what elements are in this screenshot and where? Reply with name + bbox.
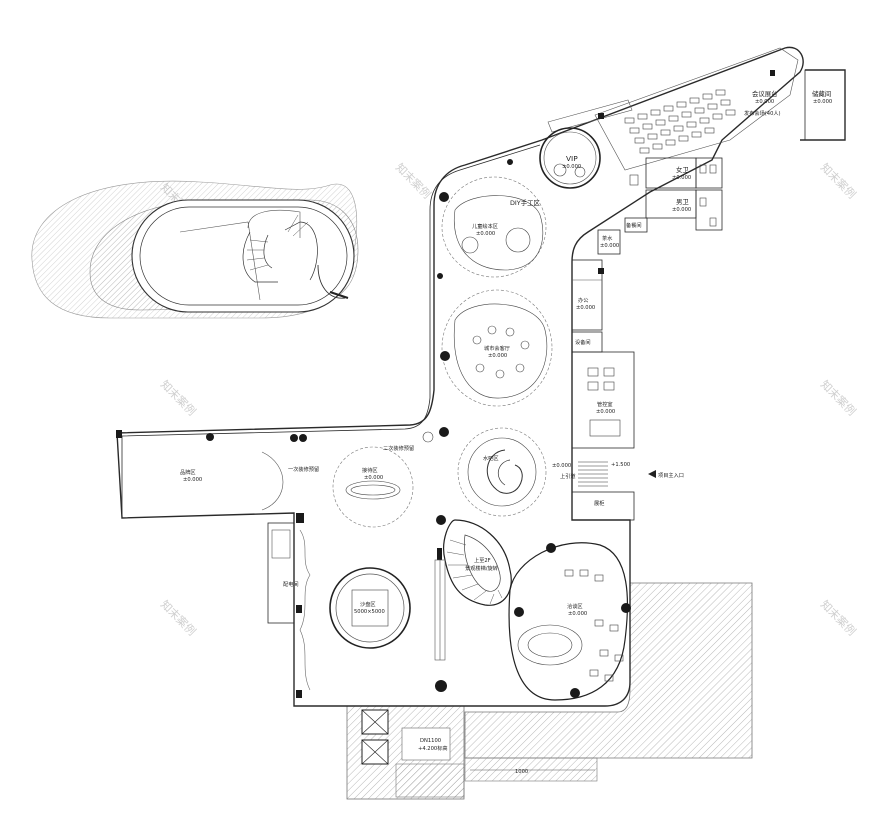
watermark-text: 知末案例: [818, 597, 859, 638]
sand-table-label: 沙盘区: [360, 600, 376, 608]
kids-reading-label: 儿童绘本区: [472, 222, 498, 230]
city-lounge-level: ±0.000: [488, 353, 507, 359]
reception-zone: 接待区 ±0.000: [332, 431, 434, 528]
water-bar-zone: 水吧区: [457, 427, 547, 517]
sand-table-dimensions: 5000×5000: [354, 609, 385, 615]
ramp-label: 上引道: [560, 472, 576, 480]
stair-top-label: 上至2F: [474, 556, 491, 564]
level-marker-a: ±0.000: [552, 463, 571, 469]
meeting-capacity: 发布会场(40人): [744, 109, 781, 117]
upper-floor-inset: [31, 180, 359, 319]
mens-restroom-label: 男卫: [676, 198, 689, 206]
brand-zone-label: 品牌区: [180, 468, 196, 476]
watermark-text: 知末案例: [158, 597, 199, 638]
watermark-text: 知末案例: [393, 160, 434, 201]
watermark-text: 知末案例: [818, 377, 859, 418]
diy-label: DIY手工区: [510, 198, 540, 207]
west-corridor: 配电间: [267, 513, 447, 698]
brand-zone: 品牌区 ±0.000 一次装修预留 二次装修预留: [116, 430, 414, 511]
kids-reading-level: ±0.000: [476, 231, 495, 237]
renovation-note-2: 二次装修预留: [383, 444, 414, 452]
control-room-label: 管控室: [597, 400, 613, 408]
equipment-label: 设备间: [575, 338, 591, 346]
stair-note-label: 景观楼梯/旋转: [465, 564, 498, 572]
negotiation-zone: 洽谈区 ±0.000: [508, 542, 631, 701]
annex-dimension-label: 1000: [515, 769, 528, 775]
reception-label: 接待区: [362, 466, 378, 474]
storage-level: ±0.000: [813, 99, 832, 105]
building-outline: [116, 46, 846, 707]
meeting-label: 会议展台: [752, 89, 778, 98]
pantry-label: 备餐间: [626, 221, 642, 229]
city-lounge-label: 城市会客厅: [484, 344, 510, 352]
level-marker-b: +1.500: [611, 462, 630, 468]
tea-zone-label: 洽谈区: [567, 602, 583, 610]
elevator-core: DN1100 +4.200标高 1000: [361, 709, 595, 775]
reception-level: ±0.000: [364, 475, 383, 481]
womens-restroom-level: ±0.000: [672, 175, 691, 181]
service-rooms: 办公 ±0.000 设备间 管控室 ±0.000 展柜 ±0.000 +1.50…: [552, 259, 684, 521]
renovation-note-1: 一次装修预留: [288, 465, 319, 473]
display-cabinet-label: 展柜: [594, 499, 604, 507]
outdoor-terrace: [346, 582, 753, 800]
vip-room: VIP ±0.000: [539, 127, 601, 189]
feature-stair: 景观楼梯/旋转 上至2F: [434, 515, 512, 661]
power-room-label: 配电间: [283, 580, 299, 588]
water-bar-label: 水吧区: [483, 454, 499, 462]
storage-label: 储藏间: [812, 89, 831, 98]
elevator-level-label: +4.200标高: [418, 744, 448, 752]
womens-restroom-label: 女卫: [676, 165, 689, 174]
main-entry-label: 项目主入口: [658, 471, 684, 479]
mens-restroom-level: ±0.000: [672, 207, 691, 213]
meeting-level: ±0.000: [755, 99, 774, 105]
city-lounge-zone: 城市会客厅 ±0.000: [437, 273, 553, 437]
office-label: 办公: [578, 296, 588, 304]
office-level: ±0.000: [576, 305, 595, 311]
utility-level: ±0.000: [600, 243, 619, 249]
brand-zone-level: ±0.000: [183, 477, 202, 483]
elevator-spec-label: DN1100: [420, 738, 441, 744]
watermark-text: 知末案例: [818, 160, 859, 201]
meeting-hall: 会议展台 ±0.000 发布会场(40人) 储藏间 ±0.000: [594, 47, 832, 171]
utility-label: 茶水: [602, 234, 613, 242]
restroom-block: 女卫 ±0.000 男卫 ±0.000 备餐间 茶水 ±0.000: [597, 157, 723, 255]
vip-label: VIP: [566, 154, 578, 163]
tea-zone-level: ±0.000: [568, 611, 587, 617]
watermark-text: 知末案例: [158, 377, 199, 418]
control-room-level: ±0.000: [596, 409, 615, 415]
diy-zone: DIY手工区 儿童绘本区 ±0.000: [439, 159, 547, 278]
vip-level: ±0.000: [562, 164, 581, 170]
sand-table-zone: 沙盘区 5000×5000: [329, 567, 411, 649]
